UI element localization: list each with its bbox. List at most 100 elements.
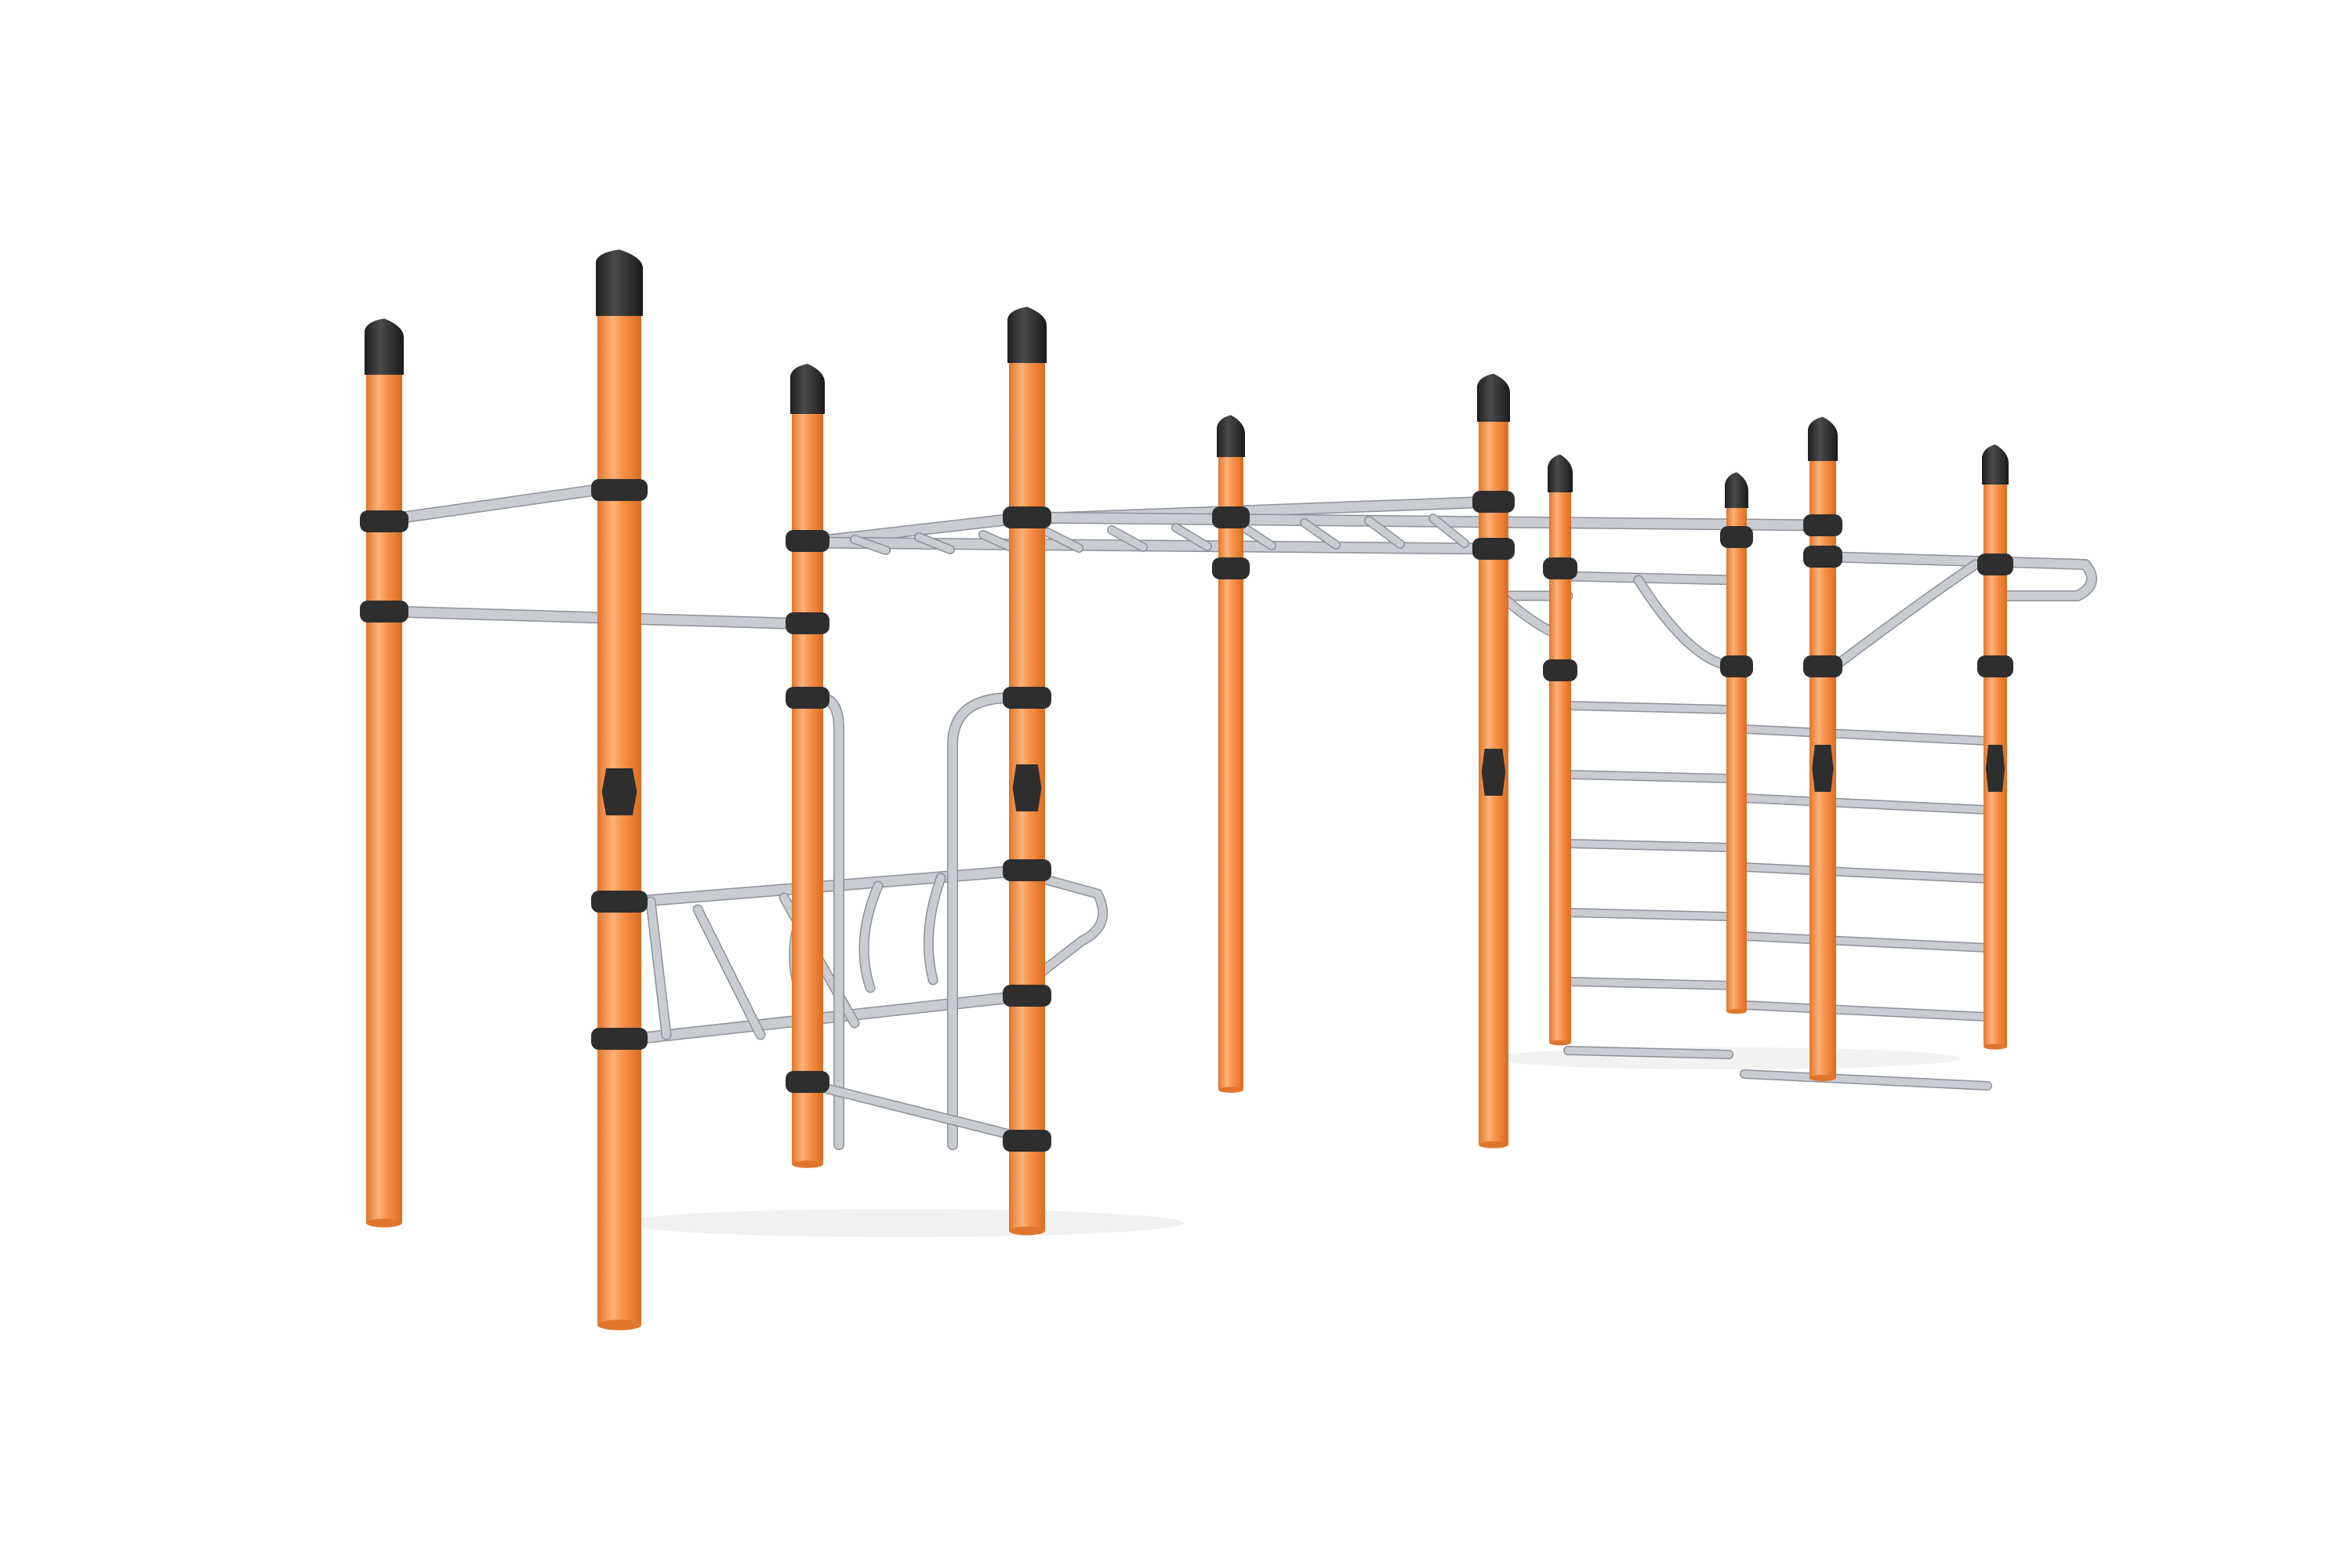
clamp: [1803, 655, 1842, 677]
post-badge: [1481, 749, 1506, 796]
post-base: [792, 1160, 823, 1168]
post-base: [597, 1319, 641, 1330]
post-4: [1003, 307, 1051, 1236]
post-9: [1803, 416, 1842, 1082]
post-base: [1009, 1226, 1045, 1236]
clamp: [786, 612, 829, 634]
post-tube: [792, 408, 823, 1164]
post-10: [1977, 445, 2013, 1050]
bottom-rail-highlight: [811, 1082, 1023, 1141]
post-7: [1543, 454, 1577, 1046]
clamp: [1543, 557, 1577, 579]
clamp: [1003, 1130, 1051, 1152]
monkey-bar-rung-highlight: [1108, 526, 1147, 551]
monkey-bar-rung-highlight: [1044, 528, 1083, 552]
monkey-bar-rung-highlight: [915, 533, 954, 554]
post-base: [1479, 1141, 1508, 1149]
dip-rail-lower-highlight: [630, 991, 1032, 1044]
post-tube: [366, 368, 402, 1223]
pullup-bar-lower-highlight: [387, 607, 789, 628]
post-5: [1212, 415, 1250, 1093]
clamp: [360, 510, 408, 532]
post-cap: [1477, 373, 1510, 422]
pullup-bar-upper-highlight: [387, 485, 601, 524]
post-base: [366, 1218, 402, 1228]
monkey-bar-rail-back-highlight: [803, 538, 1498, 554]
post-cap: [365, 318, 404, 375]
clamp: [1977, 554, 2013, 575]
wall-ladder-rung-rear-highlight: [1740, 794, 1991, 814]
clamp: [1003, 687, 1051, 709]
post-cap: [790, 364, 825, 414]
post-cap: [1808, 416, 1838, 461]
post-cap: [1007, 307, 1047, 363]
wall-ladder-rung-highlight: [1564, 840, 1733, 851]
post-8: [1720, 472, 1753, 1014]
clamp: [591, 1028, 648, 1050]
steel-bars: [386, 484, 2097, 1150]
post-badge: [1986, 745, 2005, 792]
clamp: [591, 891, 648, 913]
pullup-bar-right-highlight: [1818, 552, 2096, 601]
pullup-triangle: [1633, 575, 1742, 672]
post-base: [1809, 1074, 1836, 1082]
wall-ladder-rung-highlight: [1564, 978, 1733, 989]
clamp: [1003, 859, 1051, 881]
clamp: [1543, 659, 1577, 681]
monkey-bar-rung-highlight: [1429, 514, 1468, 547]
posts: [360, 249, 2013, 1330]
clamp: [1977, 655, 2013, 677]
post-1: [360, 318, 408, 1228]
dip-handle-3-highlight: [924, 874, 945, 984]
post-tube: [597, 310, 641, 1325]
clamp: [1803, 546, 1842, 568]
clamp: [786, 687, 829, 709]
wall-ladder-rung-rear-highlight: [1740, 1001, 1991, 1021]
clamp: [786, 530, 829, 552]
monkey-bar-rung-highlight: [1365, 517, 1404, 548]
wall-ladder-rung-rear-highlight: [1740, 932, 1991, 952]
wall-ladder-rung-highlight: [1564, 702, 1733, 713]
clamp: [1720, 655, 1753, 677]
wall-ladder-rung-rear-highlight: [1740, 1070, 1991, 1090]
wall-ladder-rung-highlight: [1564, 1047, 1733, 1058]
dip-rail-upper-highlight: [630, 866, 1032, 906]
clamp: [1003, 506, 1051, 528]
monkey-bar-rung-highlight: [851, 535, 890, 554]
post-tube: [1726, 502, 1747, 1011]
wall-ladder-rung-rear-highlight: [1740, 863, 1991, 883]
post-tube: [1218, 451, 1243, 1090]
clamp: [360, 601, 408, 622]
dip-handle-4-highlight: [1007, 866, 1107, 1000]
post-base: [1726, 1008, 1747, 1014]
post-cap: [1725, 472, 1748, 508]
dip-handle-2-highlight: [860, 882, 882, 992]
monkey-bar-rail-top-highlight: [1022, 513, 1828, 530]
post-tube: [1549, 486, 1571, 1043]
post-badge: [1812, 745, 1834, 792]
wall-ladder-rung-rear-highlight: [1740, 725, 1991, 745]
post-badge: [601, 768, 637, 815]
post-base: [1984, 1044, 2007, 1050]
clamp: [1472, 538, 1515, 560]
post-cap: [596, 249, 643, 316]
dip-frame-left-highlight: [647, 898, 670, 1039]
clamp: [1803, 514, 1842, 536]
post-cap: [1548, 454, 1573, 492]
post-3: [786, 364, 829, 1168]
post-badge: [1012, 764, 1042, 811]
arch-right: [947, 692, 1017, 1150]
post-2: [591, 249, 648, 1330]
pullup-bar-mid-highlight: [1564, 572, 1740, 584]
clamp: [591, 479, 648, 501]
post-cap: [1982, 445, 2009, 485]
clamp: [1472, 491, 1515, 513]
monkey-bar-rung-highlight: [1301, 519, 1340, 549]
post-base: [1549, 1040, 1571, 1046]
post-6: [1472, 373, 1515, 1149]
clamp: [1212, 557, 1250, 579]
clamp: [1720, 526, 1753, 548]
monkey-bar-rung-highlight: [1236, 521, 1276, 550]
clamp: [1212, 506, 1250, 528]
